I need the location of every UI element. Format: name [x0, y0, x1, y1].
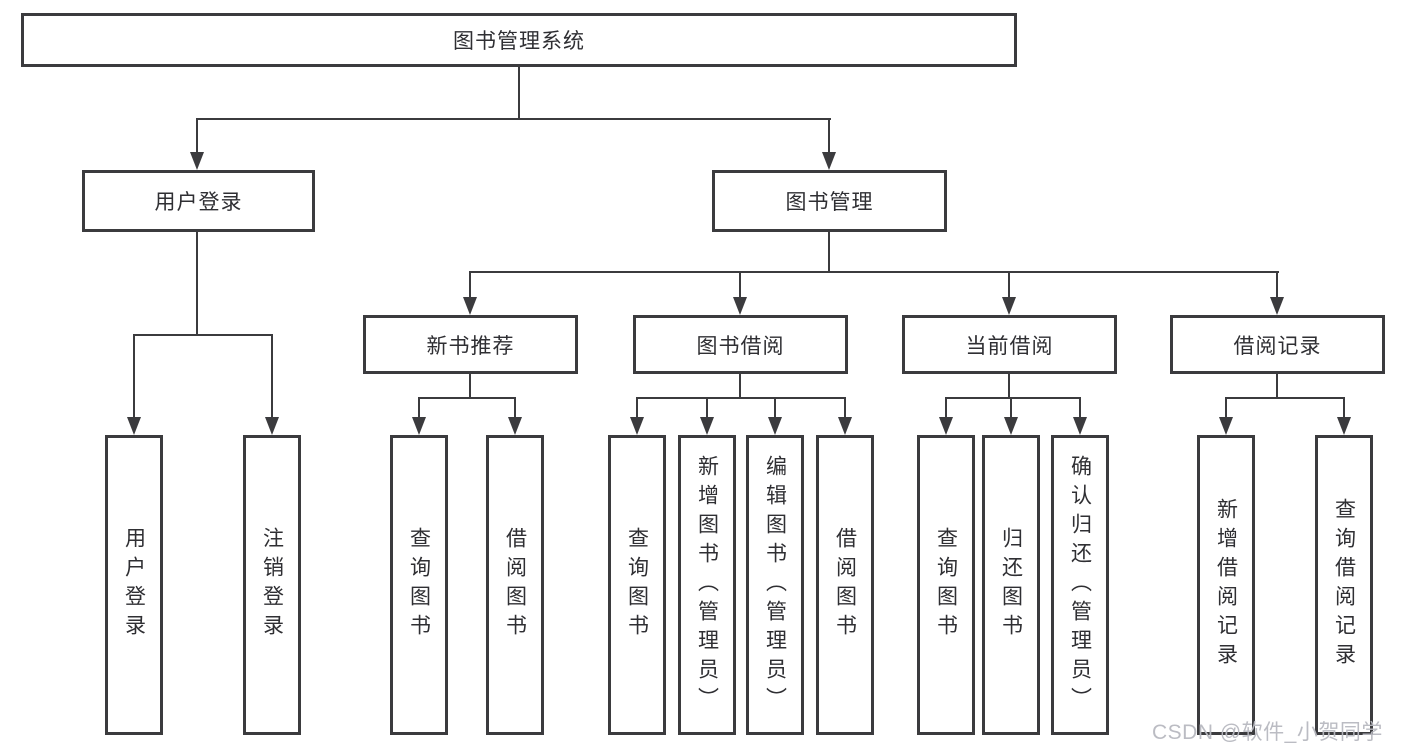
node-label: 新书推荐	[426, 334, 515, 358]
edge-drop-current-borrowing	[1008, 271, 1010, 301]
edge-root-stem	[518, 67, 520, 120]
arrowhead-borrowing-records	[1270, 297, 1284, 315]
leaf-nbr-borrow-books: 借阅图书	[486, 435, 544, 735]
node-new-book-recommendation: 新书推荐	[363, 315, 578, 374]
edge-bb-branch	[636, 397, 846, 399]
arrowhead-br-query	[1337, 417, 1351, 435]
edge-cb-branch	[945, 397, 1081, 399]
arrowhead-bb-borrow	[838, 417, 852, 435]
arrowhead-cb-confirm	[1073, 417, 1087, 435]
edge-drop-cb-query	[945, 397, 947, 420]
edge-br-stem	[1276, 374, 1278, 399]
edge-drop-br-query	[1343, 397, 1345, 420]
leaf-label: 编辑图书（管理员）	[763, 454, 787, 716]
leaf-label: 借阅图书	[833, 527, 857, 643]
edge-drop-new-book-rec	[469, 271, 471, 301]
leaf-bb-edit-books-admin: 编辑图书（管理员）	[746, 435, 804, 735]
edge-drop-nbr-query	[418, 397, 420, 420]
leaf-label: 查询图书	[625, 527, 649, 643]
leaf-label: 查询图书	[934, 527, 958, 643]
leaf-cb-return-books: 归还图书	[982, 435, 1040, 735]
leaf-label: 确认归还（管理员）	[1068, 454, 1092, 716]
node-label: 图书管理系统	[453, 30, 585, 53]
arrowhead-nbr-query	[412, 417, 426, 435]
edge-user-login-branch	[133, 334, 273, 336]
leaf-nbr-query-books: 查询图书	[390, 435, 448, 735]
node-borrowing-records: 借阅记录	[1170, 315, 1385, 374]
edge-drop-br-add	[1225, 397, 1227, 420]
leaf-br-query-record: 查询借阅记录	[1315, 435, 1373, 735]
edge-drop-bb-borrow	[844, 397, 846, 420]
edge-drop-nbr-borrow	[514, 397, 516, 420]
arrowhead-current-borrowing	[1002, 297, 1016, 315]
edge-book-mgmt-branch	[469, 271, 1279, 273]
node-label: 图书管理	[785, 191, 874, 214]
arrowhead-book-mgmt	[822, 152, 836, 170]
arrowhead-bb-add	[700, 417, 714, 435]
edge-drop-bb-edit	[774, 397, 776, 420]
leaf-cb-confirm-return-admin: 确认归还（管理员）	[1051, 435, 1109, 735]
arrowhead-leaf-logout	[265, 417, 279, 435]
edge-drop-book-mgmt	[828, 118, 830, 155]
edge-bb-stem	[739, 374, 741, 399]
edge-drop-leaf-logout	[271, 334, 273, 420]
leaf-user-login: 用户登录	[105, 435, 163, 735]
arrowhead-br-add	[1219, 417, 1233, 435]
leaf-label: 用户登录	[122, 527, 146, 643]
node-label: 当前借阅	[965, 334, 1054, 358]
edge-drop-cb-return	[1010, 397, 1012, 420]
leaf-label: 查询图书	[407, 527, 431, 643]
edge-drop-book-borrowing	[739, 271, 741, 301]
leaf-bb-query-books: 查询图书	[608, 435, 666, 735]
arrowhead-new-book-rec	[463, 297, 477, 315]
edge-root-branch	[197, 118, 831, 120]
leaf-br-add-record: 新增借阅记录	[1197, 435, 1255, 735]
leaf-label: 查询借阅记录	[1332, 498, 1356, 672]
node-label: 用户登录	[154, 191, 243, 214]
leaf-cb-query-books: 查询图书	[917, 435, 975, 735]
edge-drop-user-login	[196, 118, 198, 155]
leaf-label: 新增图书（管理员）	[695, 454, 719, 716]
arrowhead-bb-query	[630, 417, 644, 435]
node-book-borrowing: 图书借阅	[633, 315, 848, 374]
leaf-label: 借阅图书	[503, 527, 527, 643]
arrowhead-book-borrowing	[733, 297, 747, 315]
arrowhead-user-login	[190, 152, 204, 170]
leaf-logout: 注销登录	[243, 435, 301, 735]
edge-drop-borrowing-records	[1276, 271, 1278, 301]
edge-drop-bb-query	[636, 397, 638, 420]
arrowhead-cb-return	[1004, 417, 1018, 435]
edge-drop-bb-add	[706, 397, 708, 420]
leaf-bb-add-books-admin: 新增图书（管理员）	[678, 435, 736, 735]
edge-nbr-stem	[469, 374, 471, 399]
edge-book-mgmt-stem	[828, 232, 830, 273]
edge-br-branch	[1225, 397, 1345, 399]
node-library-system: 图书管理系统	[21, 13, 1017, 67]
edge-user-login-stem	[196, 232, 198, 336]
leaf-label: 归还图书	[999, 527, 1023, 643]
edge-drop-cb-confirm	[1079, 397, 1081, 420]
node-book-management: 图书管理	[712, 170, 947, 232]
leaf-bb-borrow-books: 借阅图书	[816, 435, 874, 735]
arrowhead-cb-query	[939, 417, 953, 435]
node-label: 图书借阅	[696, 334, 785, 358]
leaf-label: 新增借阅记录	[1214, 498, 1238, 672]
node-user-login: 用户登录	[82, 170, 315, 232]
watermark: CSDN @软件_小贺同学	[1152, 721, 1383, 744]
edge-cb-stem	[1008, 374, 1010, 399]
arrowhead-bb-edit	[768, 417, 782, 435]
edge-drop-leaf-login	[133, 334, 135, 420]
node-current-borrowing: 当前借阅	[902, 315, 1117, 374]
edge-nbr-branch	[418, 397, 516, 399]
leaf-label: 注销登录	[260, 527, 284, 643]
node-label: 借阅记录	[1233, 334, 1322, 358]
arrowhead-nbr-borrow	[508, 417, 522, 435]
arrowhead-leaf-login	[127, 417, 141, 435]
